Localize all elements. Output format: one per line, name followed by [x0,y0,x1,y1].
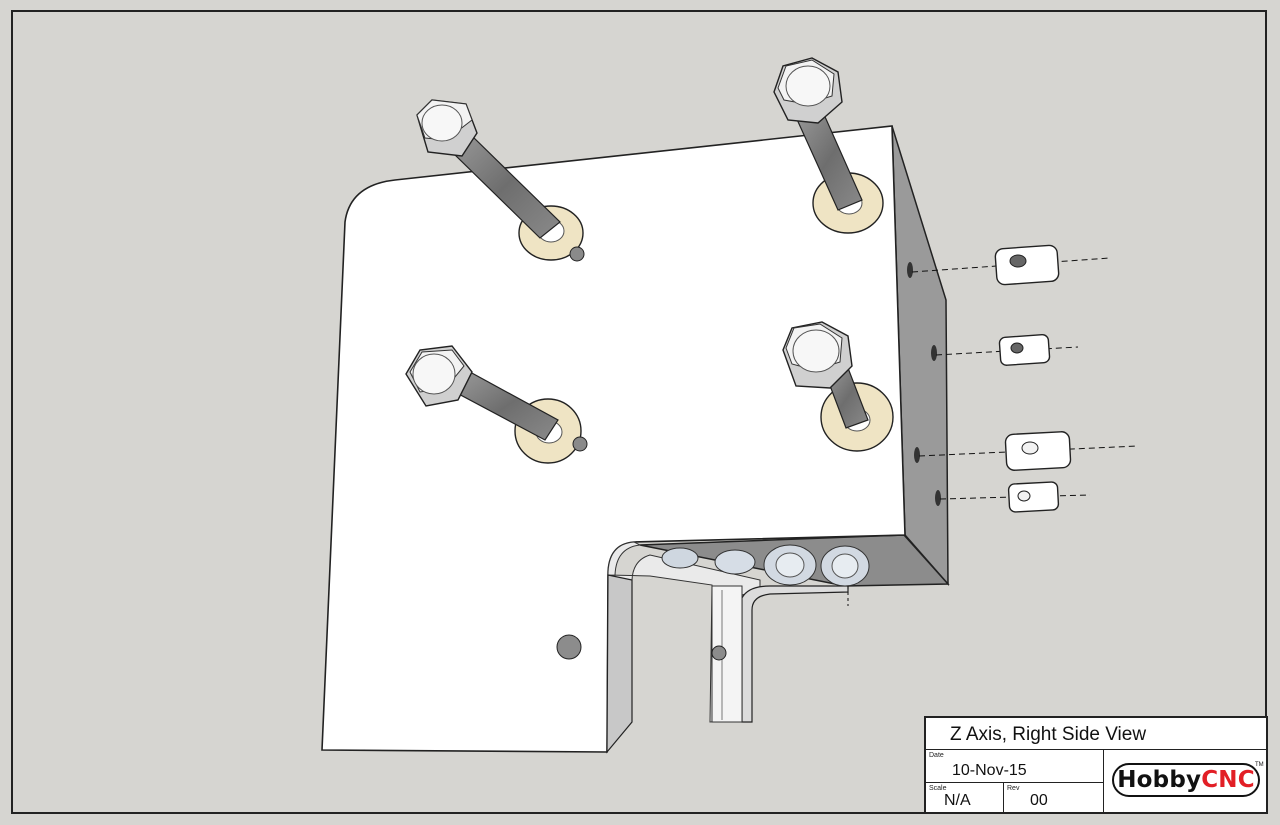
barrel-nut [994,244,1060,286]
date-value: 10-Nov-15 [952,762,1027,779]
logo-text-cnc: CNC [1201,767,1255,793]
scale-value: N/A [944,792,971,809]
rev-label: Rev [1007,785,1020,792]
scale-label: Scale [929,785,947,792]
rev-cell: Rev 00 [1004,783,1104,812]
barrel-nuts [994,244,1072,513]
bolt-top-right [773,57,884,234]
title-cell: Z Axis, Right Side View [926,718,1266,750]
drawing-title: Z Axis, Right Side View [950,724,1147,745]
logo-text-hobby: Hobby [1117,767,1202,793]
barrel-nut [998,333,1051,366]
bolt-bottom-left [405,345,588,464]
trademark-mark: TM [1255,762,1264,768]
rev-value: 00 [1030,792,1048,809]
bolt-top-left [416,99,585,262]
hobbycnc-logo: HobbyCNC [1112,763,1260,797]
bearing-block [556,541,870,754]
title-block: Z Axis, Right Side View Date 10-Nov-15 S… [924,716,1268,814]
bolt-bottom-right [782,321,894,452]
barrel-nut [1004,431,1072,471]
date-label: Date [929,752,944,759]
scale-cell: Scale N/A [926,783,1004,812]
barrel-nut [1007,481,1060,513]
date-cell: Date 10-Nov-15 [926,750,1104,783]
